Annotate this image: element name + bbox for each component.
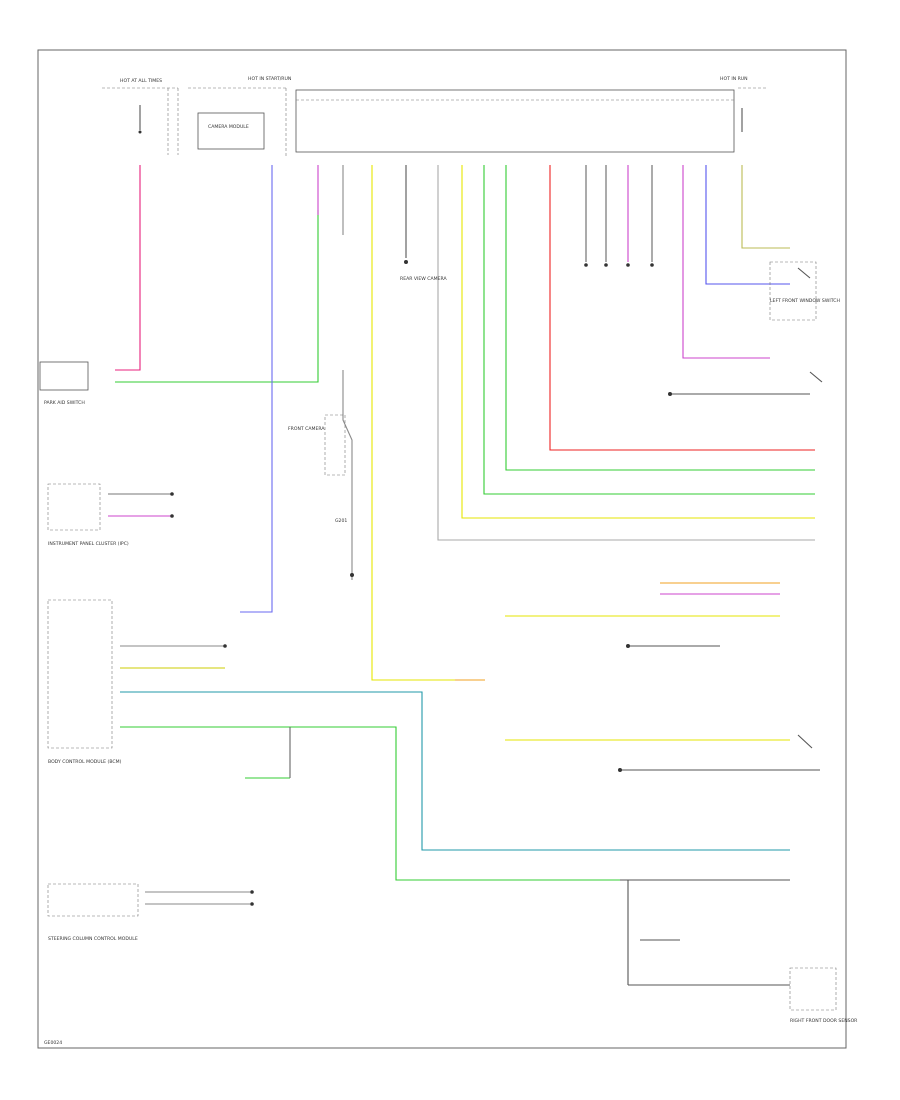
rear-camera-group: REAR VIEW CAMERA: [400, 276, 448, 282]
ipc-wires: [108, 492, 174, 518]
wire-gray-right: [437, 165, 815, 541]
wire-pink-power: [115, 165, 141, 371]
wire-violet-right: [682, 165, 770, 359]
steering-wires: [145, 890, 254, 906]
wire-blue-right: [705, 165, 790, 285]
page-code: GE0024: [44, 1040, 62, 1046]
ipc-label: INSTRUMENT PANEL CLUSTER (IPC): [48, 541, 129, 547]
left-window-label: LEFT FRONT WINDOW SWITCH: [770, 298, 840, 304]
bcm-label: BODY CONTROL MODULE (BCM): [48, 759, 122, 765]
park-aid-label: PARK AID SWITCH: [44, 400, 85, 406]
ground-marker: G201: [335, 518, 347, 524]
steering-label: STEERING COLUMN CONTROL MODULE: [48, 936, 138, 942]
wire-yellow-center: [371, 165, 455, 681]
right-mid-wires: [505, 582, 820, 986]
body-control-module: BODY CONTROL MODULE (BCM): [47, 599, 122, 765]
wire-red: [549, 165, 815, 451]
mid-fuse-label: HOT IN START/RUN: [248, 76, 291, 82]
ground-label: G201: [335, 518, 347, 524]
mid-fuse-block: HOT IN START/RUN CAMERA MODULE: [188, 76, 291, 158]
front-camera-group: FRONT CAMERA: [288, 414, 354, 577]
ground-group-top: [584, 165, 654, 267]
rear-camera-label: REAR VIEW CAMERA: [400, 276, 448, 282]
wire-yellow-right: [461, 165, 815, 519]
wire-green-right-1: [483, 165, 815, 495]
left-fuse-label: HOT AT ALL TIMES: [120, 78, 162, 84]
wire-gray-center-2: [342, 370, 353, 580]
right-front-door-sensor: RIGHT FRONT DOOR SENSOR: [789, 967, 858, 1024]
camera-module-label: CAMERA MODULE: [208, 124, 249, 130]
wire-blue: [240, 165, 273, 613]
bcm-wires: [120, 644, 790, 881]
park-aid-switch: PARK AID SWITCH: [39, 361, 89, 406]
front-camera-label: FRONT CAMERA: [288, 426, 325, 432]
right-fuse-block: HOT IN RUN: [720, 76, 768, 132]
left-window-switch: LEFT FRONT WINDOW SWITCH: [769, 261, 840, 321]
steering-column-module: STEERING COLUMN CONTROL MODULE: [47, 883, 139, 942]
wire-green-right-2: [505, 165, 815, 471]
left-fuse-block: HOT AT ALL TIMES: [102, 78, 179, 155]
right-sensor-label: RIGHT FRONT DOOR SENSOR: [790, 1018, 858, 1024]
diagram-frame: [37, 49, 847, 1049]
instrument-panel-cluster: INSTRUMENT PANEL CLUSTER (IPC): [47, 483, 129, 547]
main-connector: [295, 89, 735, 153]
right-fuse-label: HOT IN RUN: [720, 76, 748, 82]
wire-olive-right: [741, 165, 790, 249]
wire-green-switch: [115, 210, 319, 383]
